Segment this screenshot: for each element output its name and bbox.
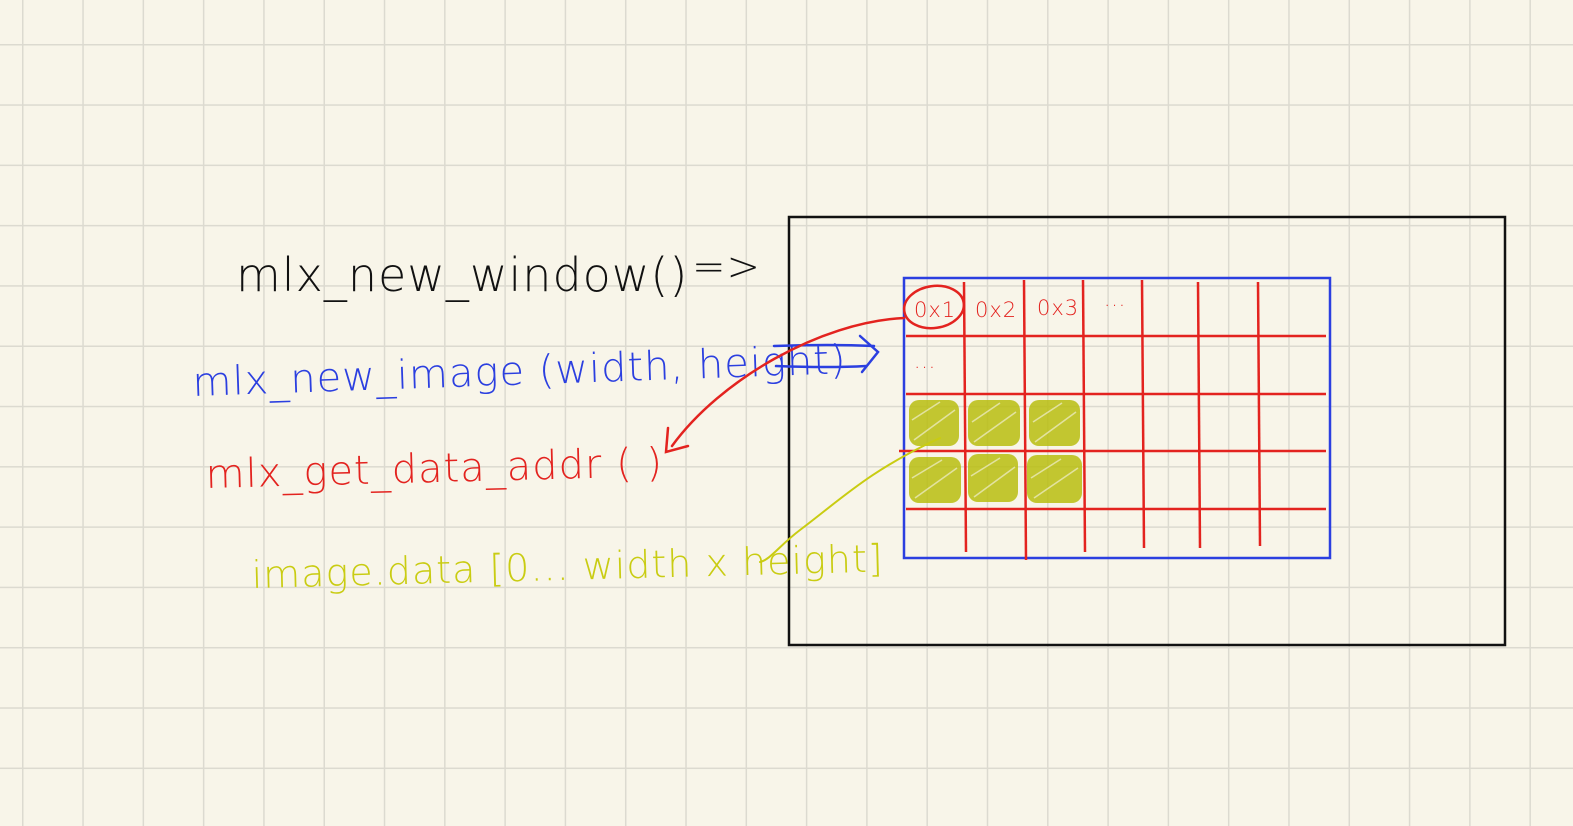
cell-row-ellipsis: ... — [1104, 287, 1126, 311]
image-data-connector — [759, 437, 941, 563]
implies-arrow-label: => — [692, 244, 761, 290]
first-pixel-circle — [902, 284, 966, 330]
cell-label-0x1: 0x1 — [914, 298, 956, 322]
grid-vline-2 — [1022, 279, 1028, 561]
filled-pixel — [1027, 455, 1082, 503]
image-rectangle — [902, 276, 1332, 560]
mlx-new-window-label: mlx_new_window() — [236, 248, 688, 302]
cell-col-ellipsis: ... — [914, 349, 936, 373]
mlx-get-data-addr-label: mlx_get_data_addr ( ) — [205, 440, 664, 498]
filled-pixel — [1029, 400, 1080, 446]
mlx-new-image-label: mlx_new_image (width, height) — [192, 337, 848, 406]
pixel-grid — [899, 279, 1326, 561]
filled-pixel — [968, 454, 1018, 502]
grid-vline-6 — [1256, 281, 1262, 547]
grid-vline-4 — [1140, 279, 1146, 549]
grid-vline-5 — [1196, 281, 1202, 549]
filled-pixel — [968, 400, 1020, 446]
window-rectangle — [787, 215, 1507, 647]
data-addr-arrow — [664, 316, 906, 454]
cell-label-0x3: 0x3 — [1037, 296, 1079, 320]
cell-label-0x2: 0x2 — [975, 298, 1017, 322]
scribble-texture — [911, 401, 1079, 499]
grid-vline-1 — [962, 281, 968, 553]
filled-pixel — [909, 457, 961, 503]
filled-pixels — [909, 400, 1082, 503]
grid-vline-3 — [1081, 279, 1087, 553]
new-image-arrow — [772, 334, 880, 374]
